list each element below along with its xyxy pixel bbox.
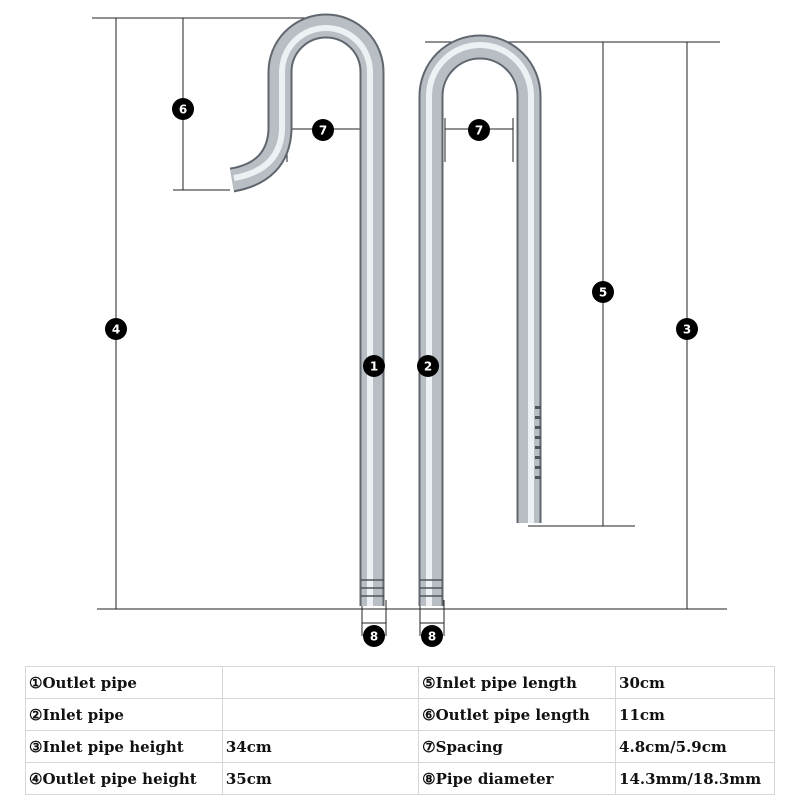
outlet-pipe-end-rings bbox=[361, 579, 384, 597]
callout-badge-outlet-spacing: 7 bbox=[312, 119, 334, 141]
spec-label: ⑦Spacing bbox=[418, 730, 617, 763]
spec-value: 34cm bbox=[221, 730, 420, 763]
spec-value bbox=[221, 666, 420, 699]
svg-text:4: 4 bbox=[112, 323, 120, 337]
spec-value: 35cm bbox=[221, 762, 420, 795]
table-row: ④Outlet pipe height 35cm ⑧Pipe diameter … bbox=[25, 762, 775, 795]
spec-value bbox=[221, 698, 420, 731]
callout-badge-inlet-pipe-height: 3 bbox=[676, 318, 698, 340]
outlet-pipe-illustration bbox=[229, 13, 385, 606]
callout-badge-outlet-diameter: 8 bbox=[363, 625, 385, 647]
inlet-strainer-slots bbox=[535, 406, 541, 479]
svg-text:8: 8 bbox=[370, 630, 378, 644]
spec-label: ②Inlet pipe bbox=[25, 698, 223, 731]
svg-text:2: 2 bbox=[424, 360, 432, 374]
spec-value: 30cm bbox=[615, 666, 775, 699]
callout-badge-inlet-spacing: 7 bbox=[468, 119, 490, 141]
svg-text:5: 5 bbox=[599, 286, 607, 300]
spec-label: ③Inlet pipe height bbox=[25, 730, 223, 763]
spec-label: ④Outlet pipe height bbox=[25, 762, 223, 795]
spec-value: 4.8cm/5.9cm bbox=[615, 730, 775, 763]
table-row: ①Outlet pipe ⑤Inlet pipe length 30cm bbox=[25, 666, 775, 699]
table-row: ③Inlet pipe height 34cm ⑦Spacing 4.8cm/5… bbox=[25, 730, 775, 763]
inlet-pipe-illustration bbox=[418, 34, 542, 606]
outlet-pipe-body bbox=[229, 15, 383, 606]
callout-badges: 1 2 3 4 5 6 7 7 bbox=[105, 98, 698, 647]
svg-text:7: 7 bbox=[475, 124, 483, 138]
spec-label: ⑤Inlet pipe length bbox=[418, 666, 617, 699]
outlet-pipe-shadow bbox=[229, 13, 385, 606]
outlet-pipe-highlight bbox=[233, 25, 373, 606]
spec-value: 11cm bbox=[615, 698, 775, 731]
callout-badge-outlet-pipe-length: 6 bbox=[172, 98, 194, 120]
pipe-dimension-diagram: 1 2 3 4 5 6 7 7 bbox=[92, 13, 727, 647]
callout-badge-outlet-pipe-height: 4 bbox=[105, 318, 127, 340]
spec-label: ⑥Outlet pipe length bbox=[418, 698, 617, 731]
callout-badge-inlet-diameter: 8 bbox=[421, 625, 443, 647]
inlet-pipe-highlight bbox=[426, 42, 534, 606]
callout-badge-inlet-pipe-length: 5 bbox=[592, 281, 614, 303]
callout-badge-inlet-pipe: 2 bbox=[417, 355, 439, 377]
spec-table: ①Outlet pipe ⑤Inlet pipe length 30cm ②In… bbox=[25, 666, 775, 795]
svg-text:3: 3 bbox=[683, 323, 691, 337]
spec-label: ①Outlet pipe bbox=[25, 666, 223, 699]
spec-label: ⑧Pipe diameter bbox=[418, 762, 617, 795]
svg-text:1: 1 bbox=[370, 360, 378, 374]
spec-value: 14.3mm/18.3mm bbox=[615, 762, 775, 795]
svg-text:6: 6 bbox=[179, 103, 187, 117]
inlet-pipe-end-rings bbox=[420, 579, 442, 597]
svg-text:7: 7 bbox=[319, 124, 327, 138]
table-row: ②Inlet pipe ⑥Outlet pipe length 11cm bbox=[25, 698, 775, 731]
svg-text:8: 8 bbox=[428, 630, 436, 644]
callout-badge-outlet-pipe: 1 bbox=[363, 355, 385, 377]
